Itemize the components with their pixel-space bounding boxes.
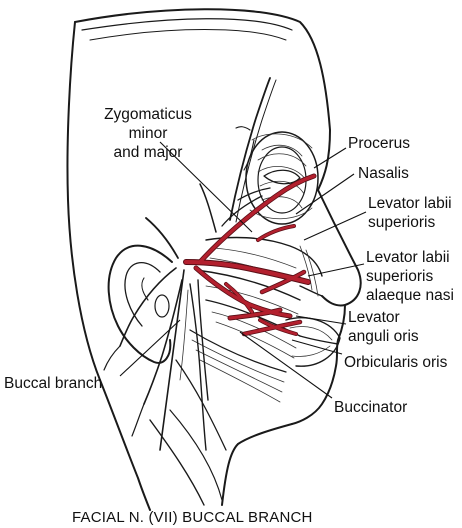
ear — [107, 244, 173, 364]
leader-lines — [119, 141, 367, 399]
label-levator-alaeque-line2: superioris — [366, 268, 433, 285]
temporal-branches — [199, 77, 277, 233]
label-levator-alaeque-line3: alaeque nasi — [366, 287, 454, 304]
label-zygomaticus-line3: and major — [114, 144, 183, 161]
orbicularis-oculi — [245, 131, 319, 225]
label-levator-anguli-line1: Levator — [348, 309, 400, 326]
label-zygomaticus-line2: minor — [129, 125, 168, 142]
label-levator-labii-line2: superioris — [368, 214, 435, 231]
label-zygomaticus-line1: Zygomaticus — [104, 106, 192, 123]
buccal-branch-nerve — [183, 173, 317, 337]
label-orbicularis-oris: Orbicularis oris — [344, 354, 448, 371]
other-facial-branches — [103, 217, 207, 451]
label-buccal-branch: Buccal branch — [4, 375, 102, 392]
figure-caption: FACIAL N. (VII) BUCCAL BRANCH — [72, 509, 313, 526]
head-outline — [66, 8, 362, 511]
label-buccinator: Buccinator — [334, 399, 407, 416]
label-levator-alaeque-line1: Levator labii — [366, 249, 450, 266]
label-levator-labii-line1: Levator labii — [368, 195, 452, 212]
label-levator-anguli-line2: anguli oris — [348, 328, 419, 345]
labels: Zygomaticus minor and major Procerus Nas… — [4, 106, 454, 416]
label-procerus: Procerus — [348, 135, 410, 152]
label-nasalis: Nasalis — [358, 165, 409, 182]
